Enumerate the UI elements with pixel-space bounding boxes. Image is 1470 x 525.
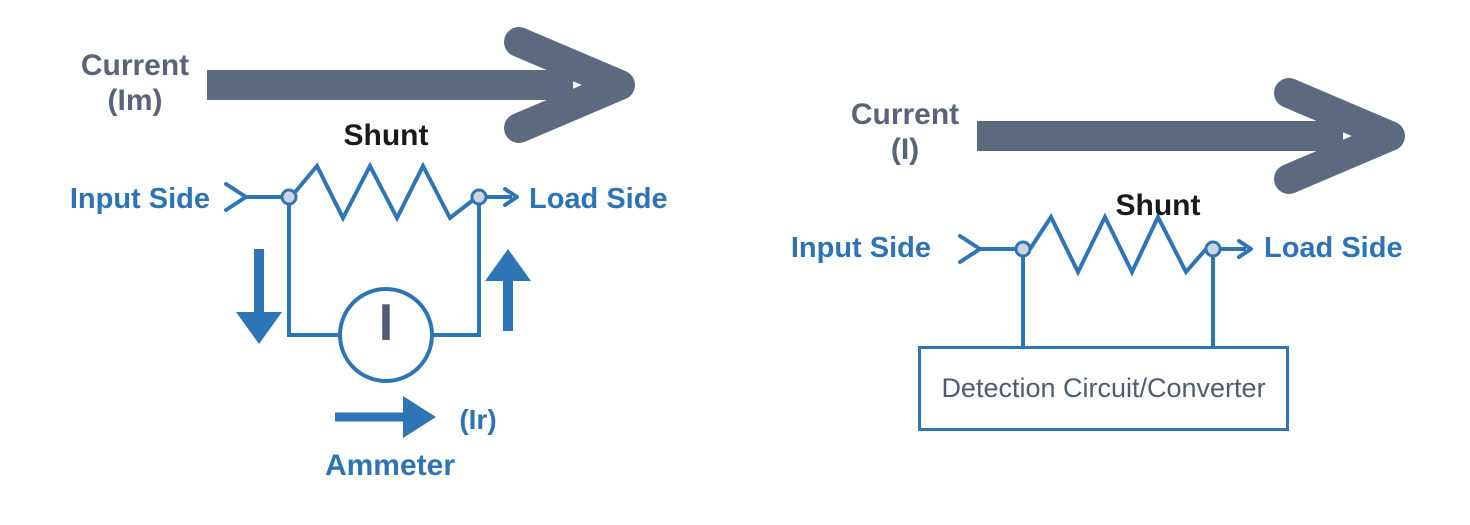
shunt-detection-circuit: [958, 212, 1253, 347]
left-branch-wire: [287, 204, 340, 337]
terminal-dot-right: [1204, 240, 1222, 258]
detection-box: Detection Circuit/Converter: [918, 346, 1289, 431]
shunt-resistor-icon: [1028, 212, 1208, 277]
load-side-label: Load Side: [529, 183, 668, 215]
shunt-resistor-icon: [289, 161, 479, 223]
current-label-line1: Current: [80, 49, 190, 82]
shunt-ammeter-circuit: [224, 161, 531, 438]
shunt-label: Shunt: [343, 119, 429, 152]
ammeter-label: Ammeter: [324, 449, 456, 482]
input-side-label: Input Side: [790, 232, 931, 264]
ir-label: (Ir): [459, 404, 497, 435]
terminal-dot-left: [1014, 240, 1032, 258]
right-branch-wire: [432, 204, 481, 337]
terminal-dot-left: [280, 188, 298, 206]
ammeter-circle-icon: [338, 287, 434, 383]
current-flow-arrow-right: [977, 78, 1405, 194]
current-label: Current (I): [815, 97, 995, 167]
input-chevron-icon: [958, 234, 982, 264]
ammeter-dial-symbol: I: [378, 294, 394, 352]
current-label-line1: Current: [850, 98, 960, 131]
current-label: Current (Im): [45, 48, 225, 118]
input-chevron-icon: [224, 182, 248, 212]
down-arrow-icon: [236, 249, 282, 344]
current-label-line2: (Im): [107, 84, 163, 117]
up-arrow-icon: [485, 249, 531, 331]
load-side-label: Load Side: [1264, 232, 1403, 264]
detection-box-label: Detection Circuit/Converter: [941, 373, 1266, 403]
terminal-dot-right: [470, 188, 488, 206]
load-arrowhead-icon: [503, 187, 519, 207]
load-arrowhead-icon: [1237, 239, 1253, 259]
ir-arrow-icon: [335, 396, 436, 438]
current-label-line2: (I): [890, 133, 920, 166]
current-flow-arrow-left: [207, 27, 635, 143]
shunt-label: Shunt: [1115, 189, 1201, 222]
input-side-label: Input Side: [69, 183, 210, 215]
